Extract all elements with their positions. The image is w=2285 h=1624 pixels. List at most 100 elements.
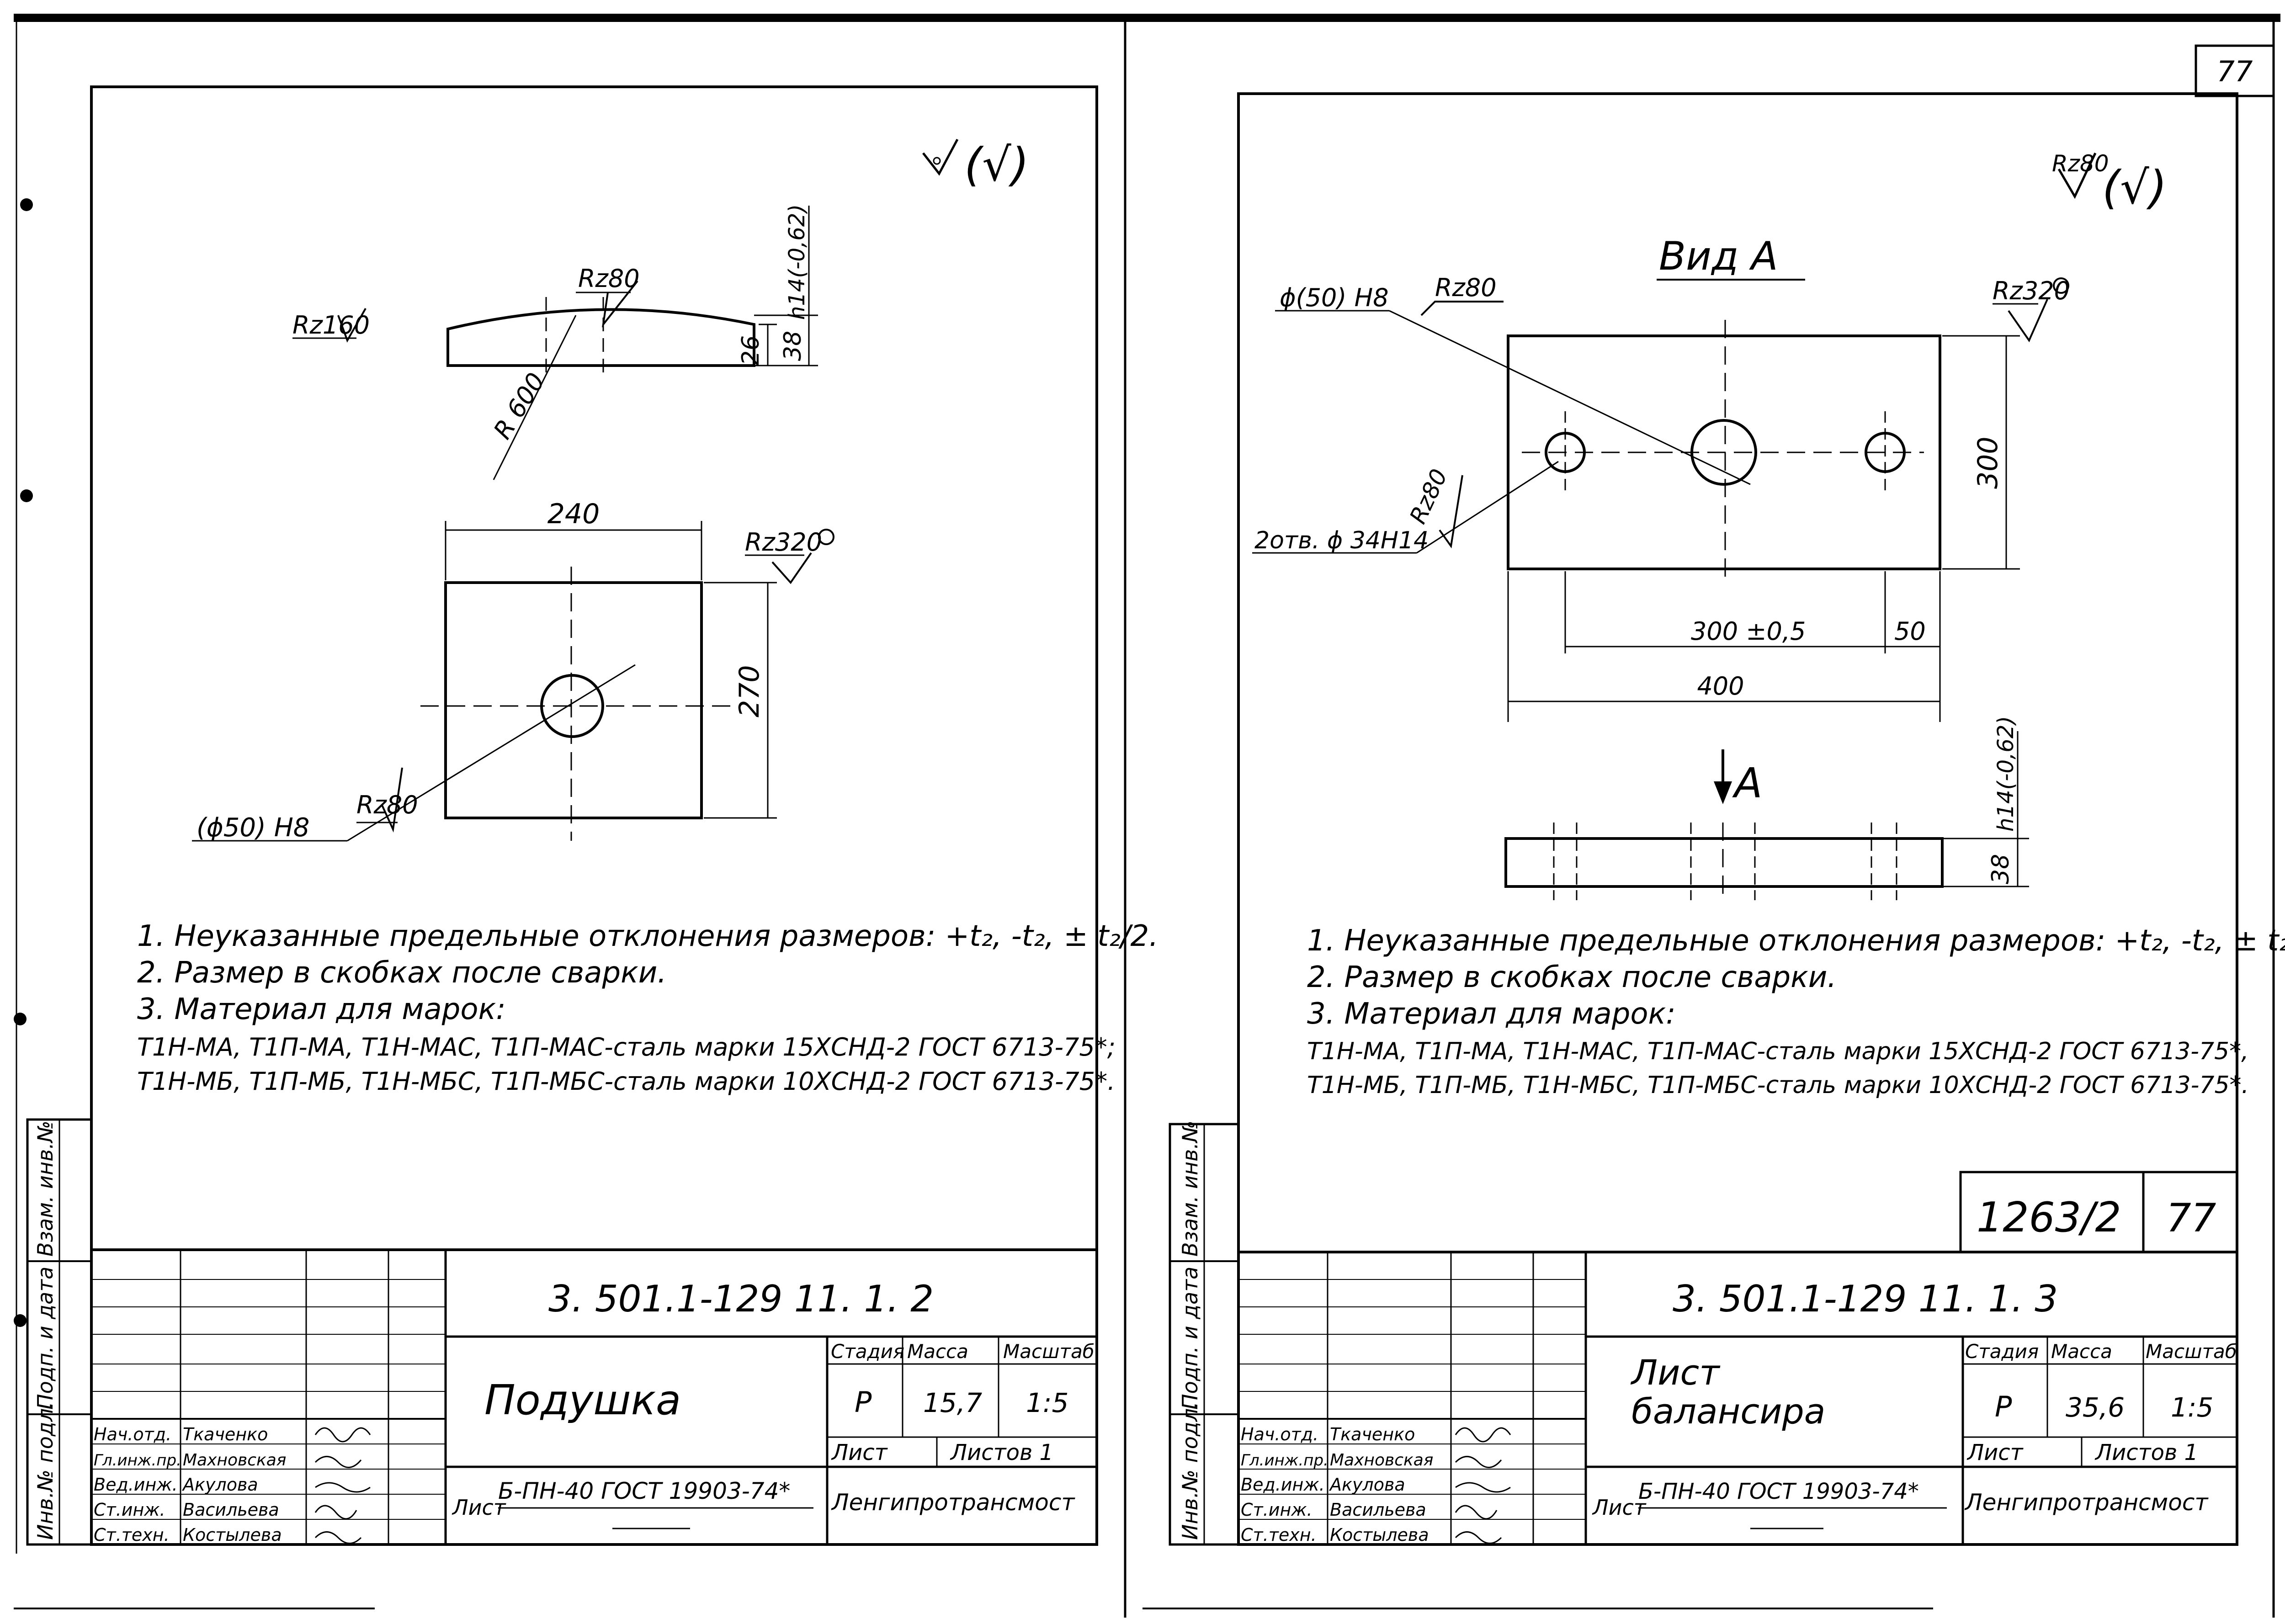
massa-label: Масса [2051,1340,2112,1363]
note-line: 1. Неуказанные предельные отклонения раз… [1307,924,2285,958]
binding-hole [20,198,33,211]
note-line: 3. Материал для марок: [1307,997,1676,1031]
signer-name: Махновская [1330,1451,1433,1470]
note-line: Т1Н-МА, Т1П-МА, Т1Н-МАС, Т1П-МАС-сталь м… [1307,1038,2249,1065]
doc-name-line1: Лист [1630,1352,1721,1393]
side-label: Взам. инв.№ [1178,1120,1202,1257]
title-block-left: 3. 501.1-129 11. 1. 2 Подушка Стадия Мас… [90,1248,1098,1546]
roughness-rz320: Rz320 [1993,276,2070,305]
note-line: 2. Размер в скобках после сварки. [137,956,667,990]
hole-circle [540,674,604,738]
signer-role: Гл.инж.пр. [94,1451,181,1470]
hole-label: ϕ(50) H8 [1280,283,1389,312]
listov-label: Листов 1 [950,1440,1053,1465]
roughness-rz80-top: Rz80 [578,264,640,293]
dim-38: 38 [779,331,807,361]
massa: 15,7 [923,1387,982,1418]
signer-role: Нач.отд. [1241,1424,1318,1444]
signer-role: Гл.инж.пр. [1241,1451,1328,1470]
signer-name: Костылева [183,1525,282,1545]
view-label: Вид А [1659,234,1778,279]
list-label: Лист [831,1440,888,1465]
listov-label: Листов 1 [2094,1440,2198,1465]
hole-circle [1545,432,1586,473]
signature [315,1482,371,1493]
roughness-rz80-top: Rz80 [2052,150,2109,177]
doc-name-line2: балансира [1631,1391,1825,1432]
signer-name: Акулова [181,1475,258,1495]
pad-side-view [446,308,755,367]
signer-name: Акулова [1328,1475,1405,1495]
pad-plan-view [444,581,703,819]
dim-400: 400 [1697,672,1744,701]
signer-name: Махновская [183,1451,286,1470]
plate-plan-view [1507,334,1941,570]
material: Б-ПН-40 ГОСТ 19903-74* [498,1478,790,1504]
left-sheet: (√) 26 38 h14(-0,62) Rz160 Rz80 R 600 [26,85,1158,1546]
side-label: Взам. инв.№ [33,1120,58,1257]
signer-name: Костылева [1330,1525,1429,1545]
masshtab: 1:5 [1026,1387,1068,1418]
signature [314,1456,362,1468]
sheet-num: 77 [2166,1195,2216,1241]
masshtab-label: Масштаб [1003,1340,1095,1363]
dim-50: 50 [1894,617,1926,646]
roughness-rz80-hole: Rz80 [356,791,418,819]
tolerance: h14(-0,62) [784,204,810,320]
dim-240: 240 [547,498,600,530]
note-line: 3. Материал для марок: [137,992,506,1026]
right-sheet: Rz80 (√) Вид А 300 Rz320 ϕ(50) H8 Rz80 [1169,92,2285,1546]
doc-code: 3. 501.1-129 11. 1. 3 [1673,1278,2058,1320]
note-line: Т1Н-МБ, Т1П-МБ, Т1Н-МБС, Т1П-МБС-сталь м… [1307,1072,2249,1099]
signer-role: Ст.инж. [94,1500,165,1520]
masshtab-label: Масштаб [2146,1340,2237,1363]
binding-hole [14,1314,27,1327]
massa: 35,6 [2066,1392,2125,1423]
dim-300-vertical: 300 [1972,436,2004,489]
dim-300-horizontal: 300 ±0,5 [1691,617,1806,646]
plate-side-view [1504,837,1944,888]
signature [1455,1482,1511,1493]
hole-circle [1865,432,1906,473]
signer-role: Нач.отд. [94,1424,171,1444]
signer-name: Васильева [1330,1500,1426,1520]
note-line: 1. Неуказанные предельные отклонения раз… [137,919,1158,953]
roughness-rz80-a: Rz80 [1435,273,1497,302]
material: Б-ПН-40 ГОСТ 19903-74* [1638,1479,1919,1504]
org: Ленгипротрансмост [831,1489,1075,1516]
note-line: Т1Н-МБ, Т1П-МБ, Т1Н-МБС, Т1П-МБС-сталь м… [137,1067,1115,1096]
roughness-general: (√) [2102,161,2167,214]
arrow-label: А [1732,759,1763,807]
signature [1455,1531,1502,1544]
note-line: 2. Размер в скобках после сварки. [1307,961,1837,994]
signer-role: Вед.инж. [94,1475,178,1495]
hole-label: (ϕ50) H8 [197,813,309,843]
stadia-label: Стадия [1965,1340,2039,1363]
page-number: 77 [2217,55,2253,88]
signer-name: Ткаченко [183,1424,268,1444]
side-label: Подп. и дата [1178,1267,1202,1410]
roughness-rz80-b: Rz80 [1404,465,1452,528]
doc-code: 3. 501.1-129 11. 1. 2 [548,1278,934,1320]
masshtab: 1:5 [2171,1392,2213,1423]
note-line: Т1Н-МА, Т1П-МА, Т1Н-МАС, Т1П-МАС-сталь м… [137,1033,1116,1061]
roughness-rz160: Rz160 [292,311,370,340]
dim-38: 38 [1987,854,2014,884]
side-label: Инв.№ подл. [1178,1401,1202,1540]
top-border [14,14,2280,22]
signature [1455,1505,1498,1520]
material-prefix: Лист [452,1495,506,1520]
hole-circle [1690,419,1757,486]
stadia-label: Стадия [831,1340,904,1363]
signature [1455,1456,1502,1468]
title-block-right: 3. 501.1-129 11. 1. 3 Лист балансира Ста… [1237,1251,2238,1546]
signer-role: Ст.инж. [1241,1500,1313,1520]
radius-label: R 600 [488,368,551,444]
signature [1455,1427,1511,1443]
roughness-symbol [2057,152,2097,199]
dim-270: 270 [733,665,765,717]
material-prefix: Лист [1592,1495,1647,1520]
signature [314,1505,357,1520]
list-label: Лист [1966,1440,2024,1465]
